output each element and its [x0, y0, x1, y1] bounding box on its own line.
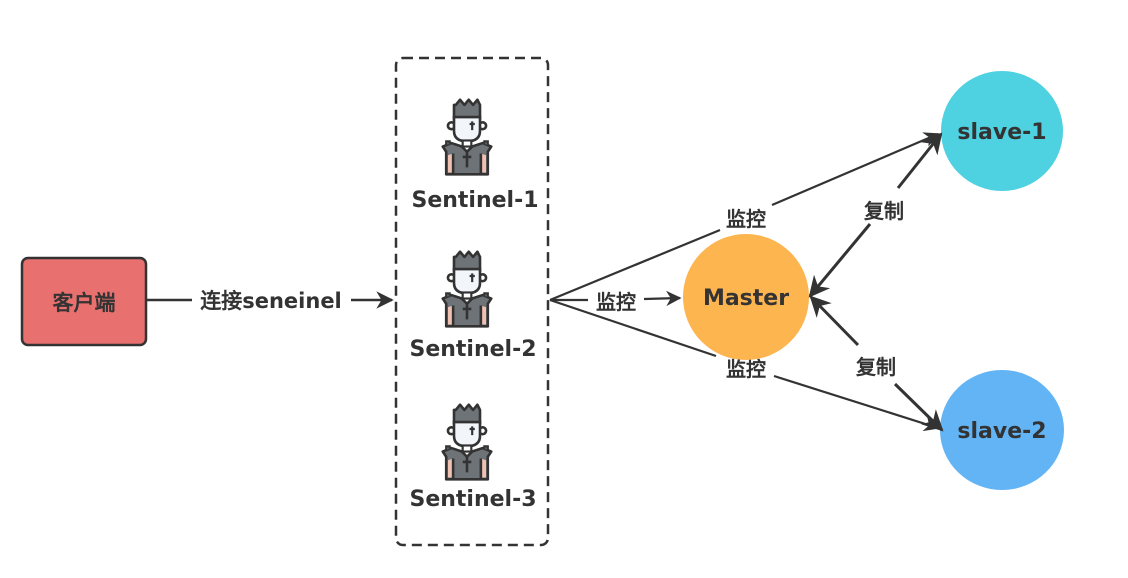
- monitor-edge-slave1-b: [771, 132, 940, 207]
- replicate-label-top: 复制: [863, 199, 904, 223]
- master-node: Master: [683, 234, 809, 360]
- client-label: 客户端: [53, 291, 116, 315]
- sentinel-2: Sentinel-2: [409, 250, 537, 362]
- guard-person-icon: [441, 250, 493, 328]
- replicate-edge-slave2-a: [809, 295, 860, 347]
- replicate-edge-slave1-b: [808, 223, 872, 298]
- replicate-label-bottom: 复制: [855, 355, 896, 379]
- monitor-edge-slave2: [549, 298, 717, 358]
- monitor-edge-master-b: [643, 290, 682, 307]
- monitor-edge-slave2-b: [773, 374, 940, 432]
- monitor-edge-slave1: [549, 228, 721, 302]
- connect-label: 连接seneinel: [200, 289, 342, 313]
- monitor-label-bottom: 监控: [726, 357, 766, 381]
- sentinel-1: Sentinel-1: [411, 98, 539, 213]
- replicate-edge-slave1-a: [896, 132, 943, 189]
- sentinel-group: [394, 56, 550, 547]
- slave-1-label: slave-1: [957, 120, 1046, 145]
- sentinel-2-label: Sentinel-2: [409, 337, 536, 362]
- sentinel-3-label: Sentinel-3: [409, 487, 536, 512]
- replicate-edge-slave2-b: [893, 382, 944, 432]
- master-label: Master: [703, 286, 789, 311]
- slave-1-node: slave-1: [941, 71, 1063, 191]
- guard-person-icon: [441, 403, 493, 481]
- sentinel-1-label: Sentinel-1: [411, 188, 538, 213]
- slave-2-label: slave-2: [957, 419, 1046, 444]
- sentinel-3: Sentinel-3: [409, 403, 537, 512]
- slave-2-node: slave-2: [940, 370, 1064, 490]
- monitor-label-top: 监控: [726, 207, 766, 231]
- guard-person-icon: [441, 98, 493, 176]
- client-node: 客户端: [20, 256, 148, 347]
- monitor-label-middle: 监控: [596, 290, 636, 314]
